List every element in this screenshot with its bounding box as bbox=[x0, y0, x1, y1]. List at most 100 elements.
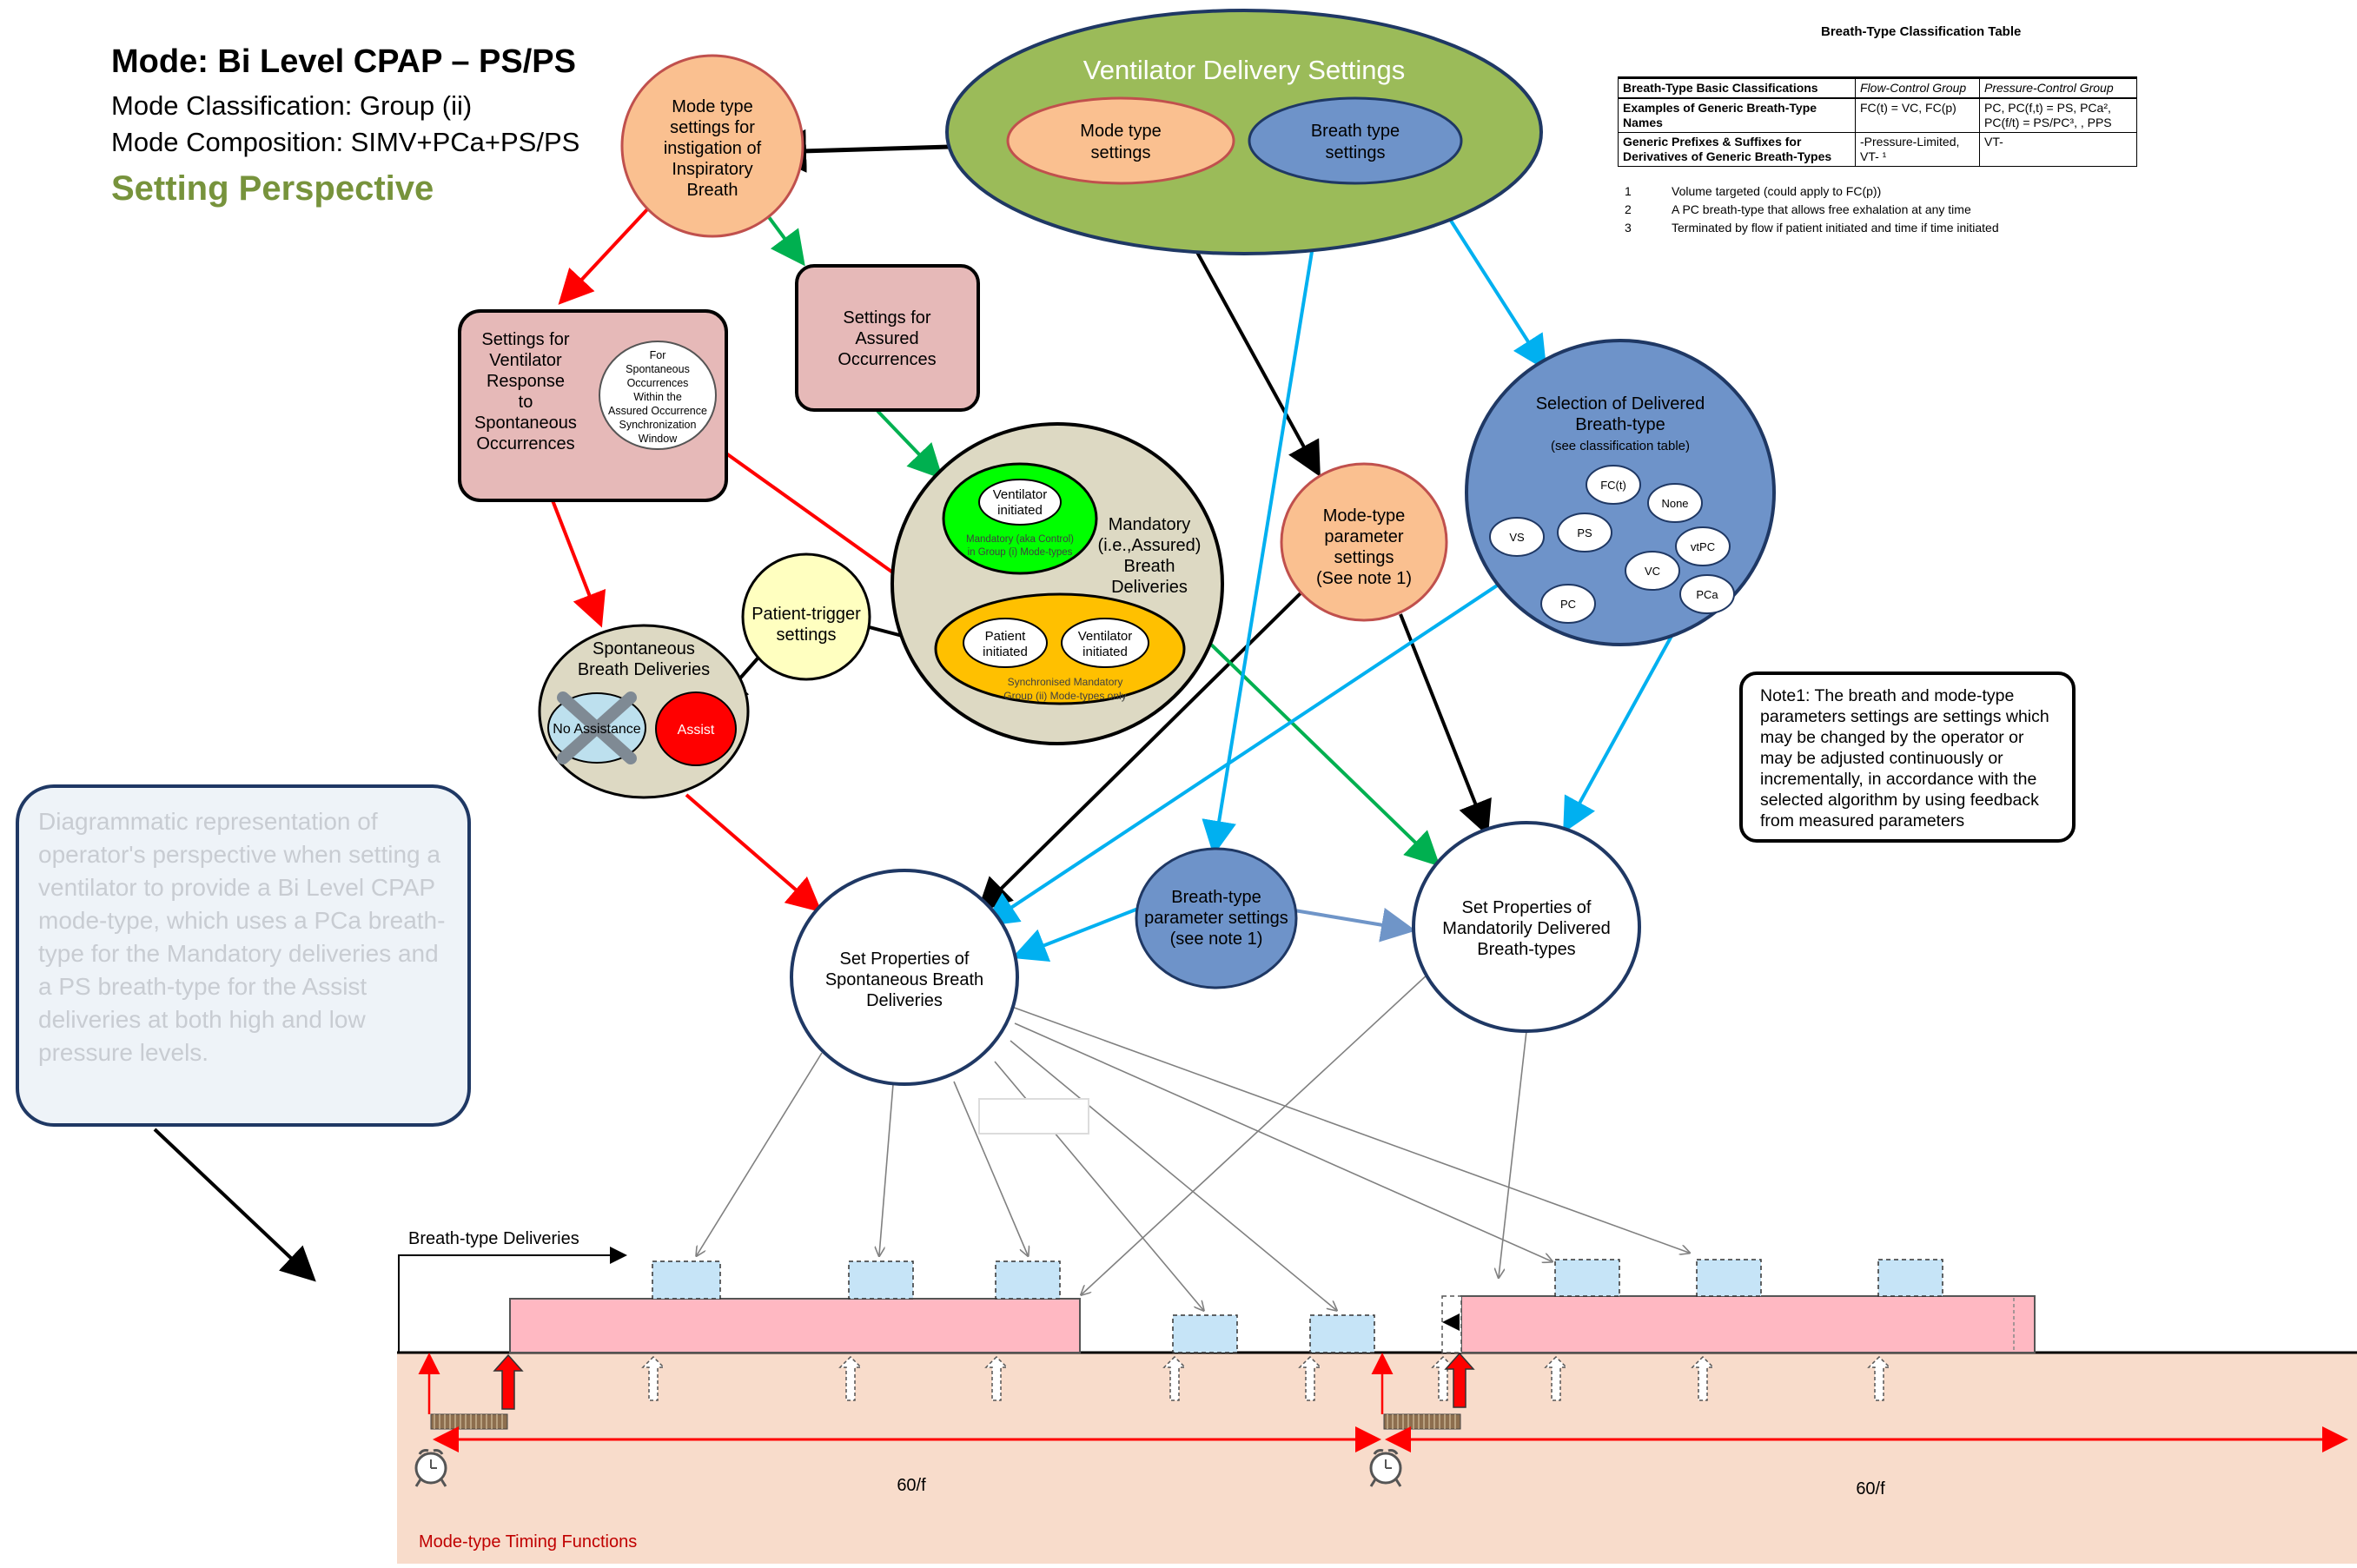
instigation-label: Breath bbox=[687, 181, 738, 200]
mode-type-settings-node[interactable] bbox=[1006, 96, 1235, 185]
arrow-breath-param-to-mandatory-props bbox=[1294, 908, 1416, 943]
table-cell: Pressure-Control Group bbox=[1979, 76, 2137, 99]
ventilator-initiated-pill bbox=[978, 479, 1062, 526]
assured-label: Settings for bbox=[843, 308, 931, 327]
spont-delivery-box bbox=[652, 1260, 721, 1300]
spontaneous-label: Spontaneous bbox=[593, 639, 695, 658]
breath-type-parameter-node[interactable] bbox=[1135, 847, 1298, 989]
table-note: 2 A PC breath-type that allows free exhal… bbox=[1625, 201, 1999, 219]
pi-label: Patient bbox=[985, 629, 1027, 644]
empty-label-box bbox=[978, 1098, 1089, 1135]
table-cell: Generic Prefixes & Suffixes for Derivati… bbox=[1618, 132, 1856, 167]
breath-tag-pc[interactable] bbox=[1540, 584, 1596, 624]
note-text: A PC breath-type that allows free exhala… bbox=[1672, 202, 1971, 216]
arrow-ps-to-spontaneous-props bbox=[983, 541, 1563, 927]
breath-type-settings-label: settings bbox=[1326, 143, 1386, 162]
response-label: Ventilator bbox=[489, 351, 562, 370]
settings-assured-box[interactable] bbox=[795, 264, 980, 412]
group-i-label: in Group (i) Mode-types bbox=[968, 547, 1073, 558]
vi2-label: initiated bbox=[1082, 645, 1128, 659]
hollow-up-arrow-icon bbox=[1691, 1355, 1715, 1401]
selection-label: Breath-type bbox=[1575, 415, 1665, 434]
alarm-clock-icon bbox=[414, 1449, 447, 1487]
set-props-mandatory-node bbox=[1412, 821, 1641, 1033]
trigger-window bbox=[430, 1413, 508, 1430]
breath-tag-fct[interactable] bbox=[1586, 465, 1641, 505]
description-box: Diagrammatic representation of operator'… bbox=[16, 784, 471, 1127]
patient-trigger-arrow-icon bbox=[1444, 1352, 1475, 1408]
spm-label: Set Properties of bbox=[1462, 898, 1592, 917]
set-props-spontaneous-node bbox=[790, 869, 1019, 1086]
breath-type-deliveries-label: Breath-type Deliveries bbox=[408, 1229, 579, 1248]
window-label: Window bbox=[639, 433, 678, 445]
breath-tag-none[interactable] bbox=[1647, 483, 1703, 523]
instigation-label: Mode type bbox=[672, 97, 752, 116]
assist-label: Assist bbox=[678, 723, 715, 738]
table-cell: VT- bbox=[1979, 132, 2137, 167]
arrow-description-to-timeline bbox=[153, 1128, 316, 1282]
mode-title: Mode: Bi Level CPAP – PS/PS bbox=[111, 43, 576, 80]
arrow-mandatory-to-props bbox=[1206, 639, 1440, 867]
vi2-label: Ventilator bbox=[1078, 629, 1133, 644]
hollow-up-arrow-icon bbox=[1867, 1355, 1891, 1401]
table-cell: Flow-Control Group bbox=[1855, 76, 1980, 99]
breath-tag-ps[interactable] bbox=[1557, 513, 1612, 552]
patient-trigger-arrow-icon bbox=[493, 1353, 524, 1410]
window-label: Assured Occurrence bbox=[608, 405, 707, 417]
timing-functions-label: Mode-type Timing Functions bbox=[419, 1532, 637, 1551]
spm-label: Mandatorily Delivered bbox=[1442, 919, 1610, 938]
bt-param-label: Breath-type bbox=[1171, 888, 1261, 907]
response-label: Spontaneous bbox=[474, 414, 577, 433]
note-number: 2 bbox=[1625, 202, 1632, 216]
breath-tag-pca[interactable] bbox=[1679, 574, 1735, 614]
mode-composition: Mode Composition: SIMV+PCa+PS/PS bbox=[111, 127, 580, 157]
window-label: Synchronization bbox=[619, 419, 697, 431]
breath-tag-label: FC(t) bbox=[1600, 479, 1626, 492]
bt-param-label: (see note 1) bbox=[1170, 930, 1263, 949]
period-label-1: 60/f bbox=[897, 1476, 926, 1495]
instigation-label: instigation of bbox=[664, 139, 762, 158]
group-i-label: Mandatory (aka Control) bbox=[966, 534, 1074, 545]
patient-initiated-pill[interactable] bbox=[963, 618, 1048, 668]
arrow-breath-param-to-spontaneous-props bbox=[1011, 907, 1139, 962]
mt-param-label: parameter bbox=[1324, 527, 1403, 546]
spont-delivery-box bbox=[1696, 1259, 1762, 1297]
arrow-pca-to-mandatory-props bbox=[1563, 602, 1692, 834]
breath-type-settings-label: Breath type bbox=[1311, 122, 1400, 141]
mt-param-label: settings bbox=[1334, 548, 1394, 567]
hollow-up-arrow-icon bbox=[1298, 1355, 1322, 1401]
ventilator-initiated-pill-2[interactable] bbox=[1061, 618, 1149, 668]
response-label: Settings for bbox=[481, 330, 570, 349]
table-row: Examples of Generic Breath-Type Names FC… bbox=[1618, 97, 2137, 133]
breath-tag-label: VC bbox=[1645, 565, 1660, 578]
breath-tag-vs[interactable] bbox=[1489, 517, 1545, 557]
table-cell: PC, PC(f,t) = PS, PCa², PC(f/t) = PS/PC³… bbox=[1979, 97, 2137, 133]
breath-tag-vc[interactable] bbox=[1625, 551, 1680, 591]
hollow-up-arrow-icon bbox=[1162, 1355, 1187, 1401]
window-label: Occurrences bbox=[627, 377, 689, 389]
assist-option[interactable] bbox=[655, 691, 737, 766]
spm-label: Breath-types bbox=[1477, 940, 1575, 959]
mode-type-parameter-node[interactable] bbox=[1280, 462, 1448, 622]
patient-trigger-settings[interactable] bbox=[741, 552, 871, 681]
pi-label: initiated bbox=[983, 645, 1028, 659]
ventilator-delivery-settings-label: Ventilator Delivery Settings bbox=[1083, 55, 1405, 85]
assured-label: Occurrences bbox=[838, 350, 936, 369]
arrow-response-to-spontaneous bbox=[551, 500, 606, 628]
breath-type-settings-node[interactable] bbox=[1248, 96, 1463, 185]
mode-type-instigation-node[interactable] bbox=[620, 54, 804, 238]
transition-marker bbox=[1441, 1295, 1462, 1353]
mt-param-label: (See note 1) bbox=[1316, 569, 1412, 588]
breath-tag-label: None bbox=[1661, 497, 1688, 510]
spont-delivery-box bbox=[1309, 1314, 1375, 1353]
spont-delivery-box bbox=[1172, 1314, 1238, 1353]
assured-label: Assured bbox=[855, 329, 918, 348]
response-label: Response bbox=[487, 372, 565, 391]
trigger-label: settings bbox=[777, 625, 837, 645]
trigger-window bbox=[1383, 1413, 1461, 1430]
note-number: 3 bbox=[1625, 221, 1632, 235]
breath-tag-vtpc[interactable] bbox=[1675, 526, 1731, 566]
vi-label: Ventilator bbox=[993, 487, 1048, 502]
vi-label: initiated bbox=[997, 503, 1043, 518]
